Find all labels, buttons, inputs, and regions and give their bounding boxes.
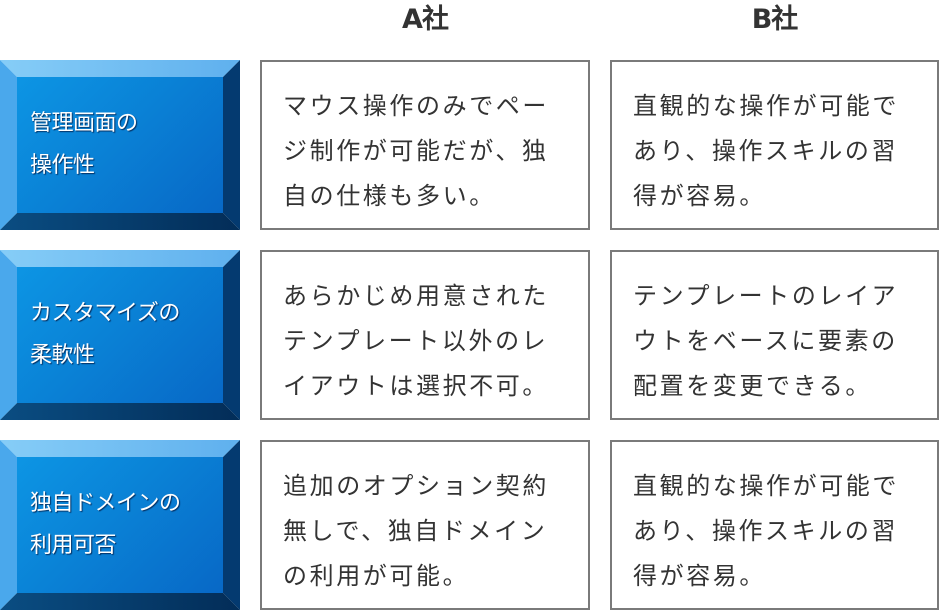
- bevel-frame: [0, 440, 240, 610]
- cell-text-line: 配置を変更できる。: [633, 372, 872, 400]
- row-label: カスタマイズの 柔軟性: [30, 250, 230, 420]
- comparison-row-customization: カスタマイズの 柔軟性 あらかじめ用意された テンプレート以外のレ イアウトは選…: [0, 250, 940, 420]
- cell-company-b: 直観的な操作が可能で あり、操作スキルの習 得が容易。: [610, 60, 939, 230]
- cell-text-line: 直観的な操作が可能で: [633, 92, 899, 120]
- row-label-line: 操作性: [30, 153, 95, 178]
- cell-company-a: マウス操作のみでペー ジ制作が可能だが、独 自の仕様も多い。: [260, 60, 590, 230]
- row-label-line: 利用可否: [30, 533, 117, 558]
- row-label-box: カスタマイズの 柔軟性: [0, 250, 240, 420]
- cell-text-line: あり、操作スキルの習: [633, 517, 899, 545]
- label-face: [17, 77, 223, 213]
- label-face: [17, 267, 223, 403]
- row-label-box: 管理画面の 操作性: [0, 60, 240, 230]
- row-label-box: 独自ドメインの 利用可否: [0, 440, 240, 610]
- comparison-row-admin-usability: 管理画面の 操作性 マウス操作のみでペー ジ制作が可能だが、独 自の仕様も多い。…: [0, 60, 940, 230]
- bevel-frame: [0, 60, 240, 230]
- row-label-line: 柔軟性: [30, 343, 95, 368]
- cell-text-line: テンプレート以外のレ: [283, 327, 549, 355]
- cell-text-line: マウス操作のみでペー: [283, 92, 549, 120]
- label-face: [17, 457, 223, 593]
- row-label-line: 管理画面の: [30, 111, 138, 136]
- cell-text-line: テンプレートのレイア: [633, 282, 899, 310]
- row-label-line: 独自ドメインの: [30, 491, 181, 516]
- column-header-company-b: B社: [751, 4, 799, 35]
- cell-text-line: 追加のオプション契約: [283, 472, 549, 500]
- cell-text-line: ウトをベースに要素の: [633, 327, 898, 355]
- cell-company-a: 追加のオプション契約 無しで、独自ドメイン の利用が可能。: [260, 440, 590, 610]
- cell-company-a: あらかじめ用意された テンプレート以外のレ イアウトは選択不可。: [260, 250, 590, 420]
- cell-text-line: 得が容易。: [633, 562, 766, 590]
- row-label: 独自ドメインの 利用可否: [30, 440, 230, 610]
- cell-text-line: あり、操作スキルの習: [633, 137, 899, 165]
- cell-text-line: 自の仕様も多い。: [283, 182, 496, 210]
- cell-text-line: 得が容易。: [633, 182, 766, 210]
- row-label: 管理画面の 操作性: [30, 60, 230, 230]
- bevel-frame: [0, 250, 240, 420]
- column-header-company-a: A社: [402, 4, 449, 35]
- cell-text-line: 無しで、独自ドメイン: [283, 517, 548, 545]
- cell-company-b: 直観的な操作が可能で あり、操作スキルの習 得が容易。: [610, 440, 939, 610]
- cell-company-b: テンプレートのレイア ウトをベースに要素の 配置を変更できる。: [610, 250, 939, 420]
- cell-text-line: あらかじめ用意された: [283, 282, 549, 310]
- comparison-row-custom-domain: 独自ドメインの 利用可否 追加のオプション契約 無しで、独自ドメイン の利用が可…: [0, 440, 940, 610]
- cell-text-line: 直観的な操作が可能で: [633, 472, 899, 500]
- cell-text-line: の利用が可能。: [283, 562, 470, 590]
- row-label-line: カスタマイズの: [30, 301, 180, 326]
- cell-text-line: イアウトは選択不可。: [283, 372, 549, 400]
- cell-text-line: ジ制作が可能だが、独: [283, 137, 549, 165]
